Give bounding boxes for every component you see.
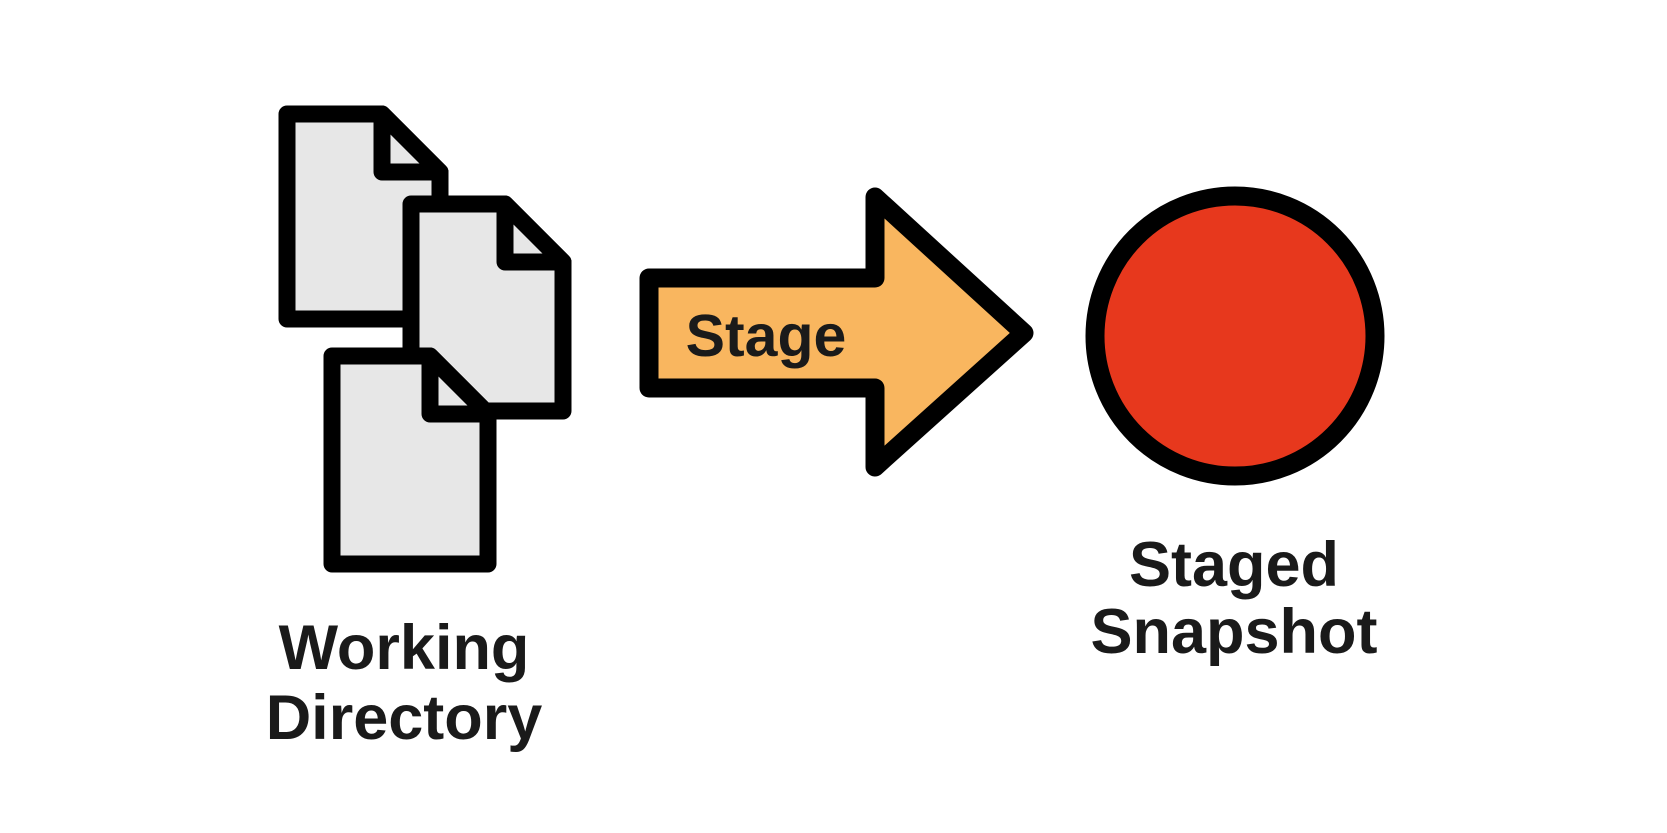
working-directory-label-line2: Directory [266, 683, 543, 753]
file-fold-corner-icon [421, 347, 497, 423]
staged-snapshot-label-line1: Staged [1129, 530, 1339, 600]
staged-snapshot-node [1085, 186, 1385, 486]
arrow-right-icon [639, 187, 1034, 477]
file-fold-corner-icon [373, 105, 449, 181]
stage-arrow: Stage [639, 187, 1034, 477]
staged-snapshot-label: Staged Snapshot [1090, 530, 1377, 667]
working-directory-label: Working Directory [266, 613, 543, 753]
stage-arrow-label: Stage [686, 303, 847, 369]
file-icon-middle [402, 195, 572, 420]
file-icon-front [323, 347, 497, 573]
working-directory-label-line1: Working [279, 613, 530, 683]
snapshot-circle-icon [1085, 186, 1385, 486]
file-fold-corner-icon [496, 195, 572, 271]
staged-snapshot-label-line2: Snapshot [1090, 597, 1377, 667]
working-directory-files [278, 105, 572, 573]
